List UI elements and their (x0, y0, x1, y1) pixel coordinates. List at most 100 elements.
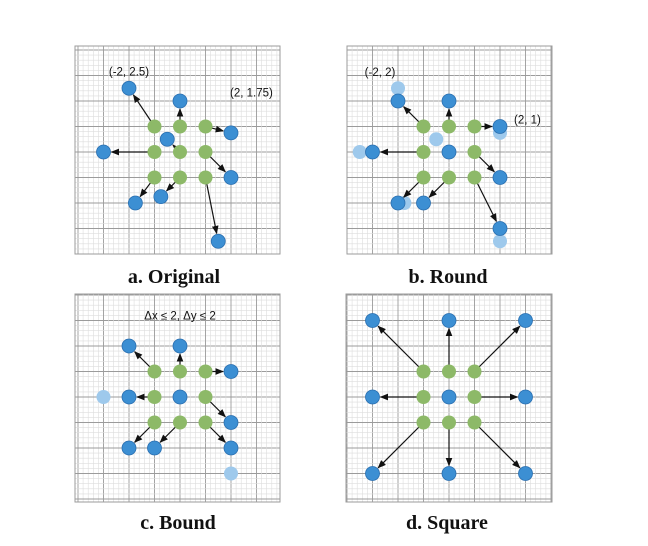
green-point (416, 145, 431, 159)
green-point (442, 119, 456, 134)
blue-point (172, 389, 188, 405)
caption-original: a. Original (128, 266, 221, 288)
green-point (198, 119, 213, 134)
blue-point (153, 189, 169, 205)
green-point (173, 415, 187, 430)
blue-point (121, 80, 137, 96)
arrow (211, 125, 225, 133)
ghost-points (96, 390, 238, 481)
grid (346, 45, 553, 255)
blue-point (518, 466, 533, 481)
arrow (478, 155, 495, 173)
annotation-label: Δx ≤ 2, Δy ≤ 2 (144, 310, 215, 322)
ghost-point (429, 132, 444, 147)
arrow (377, 426, 420, 469)
green-point (173, 119, 187, 134)
panel-border (74, 293, 281, 503)
blue-point (223, 170, 239, 185)
blue-point (223, 415, 239, 430)
arrow (476, 182, 497, 223)
annotation-label: (-2, 2.5) (109, 66, 149, 78)
arrow (403, 106, 420, 123)
arrow (134, 426, 151, 443)
green-point (467, 415, 482, 430)
green-point (467, 119, 482, 134)
blue-point (147, 440, 162, 456)
green-point (198, 364, 213, 379)
green-point (442, 415, 456, 430)
arrow (478, 426, 521, 469)
blue-point (172, 93, 188, 109)
blue-point (210, 233, 226, 249)
blue-point (172, 338, 188, 354)
green-point (198, 390, 213, 404)
ghost-point (352, 145, 367, 159)
panel-square: d. Square (345, 293, 553, 534)
blue-point (96, 144, 111, 160)
blue-point (441, 466, 457, 481)
arrow (403, 181, 420, 198)
caption-round: b. Round (409, 266, 488, 288)
green-point (173, 145, 187, 159)
moved-points (365, 313, 533, 481)
blue-point (518, 313, 533, 328)
arrow (377, 325, 420, 368)
annotations: (-2, 2)(2, 1) (365, 67, 541, 127)
arrows (110, 94, 226, 235)
blue-point (121, 389, 137, 405)
annotation-label: (2, 1) (514, 115, 541, 127)
arrows (379, 106, 497, 223)
panel-border (346, 45, 553, 255)
green-point (147, 364, 162, 379)
blue-point (390, 93, 406, 109)
blue-point (441, 389, 457, 405)
green-point (467, 390, 482, 404)
blue-point (223, 364, 239, 379)
blue-point (492, 170, 508, 185)
blue-point (365, 466, 380, 481)
panel-border (74, 45, 281, 255)
blue-point (159, 131, 175, 147)
ghost-point (96, 390, 111, 404)
annotations: Δx ≤ 2, Δy ≤ 2 (144, 310, 215, 322)
original-points (416, 119, 482, 185)
arrow (209, 400, 226, 418)
caption-bound: c. Bound (140, 512, 216, 534)
panel-bound: Δx ≤ 2, Δy ≤ 2 c. Bound (74, 293, 281, 534)
caption-square: d. Square (406, 512, 488, 534)
blue-point (223, 440, 239, 456)
moved-points (121, 338, 239, 456)
blue-point (390, 195, 406, 211)
ghost-points (352, 81, 507, 249)
blue-point (223, 125, 239, 141)
green-point (198, 170, 213, 185)
arrow (428, 181, 446, 198)
green-point (416, 415, 431, 430)
arrow (165, 181, 177, 192)
arrow (209, 155, 226, 173)
panel-round: (-2, 2)(2, 1) b. Round (346, 45, 553, 288)
blue-point (121, 440, 137, 456)
ghost-point (224, 466, 238, 481)
blue-point (441, 93, 457, 109)
arrow (134, 351, 151, 368)
blue-point (492, 119, 508, 134)
green-point (147, 119, 162, 134)
panel-border (345, 293, 553, 503)
blue-point (121, 338, 137, 354)
blue-point (492, 221, 508, 236)
arrow (209, 426, 226, 443)
blue-point (416, 195, 431, 211)
moved-points (365, 93, 508, 236)
annotations: (-2, 2.5)(2, 1.75) (109, 66, 273, 99)
green-point (198, 145, 213, 159)
green-point (416, 390, 431, 404)
panel-original: (-2, 2.5)(2, 1.75) a. Original (74, 45, 281, 288)
green-point (416, 119, 431, 134)
green-point (416, 170, 431, 185)
blue-point (441, 313, 457, 328)
green-point (442, 364, 456, 379)
moved-points (96, 80, 239, 249)
arrow (159, 426, 177, 443)
